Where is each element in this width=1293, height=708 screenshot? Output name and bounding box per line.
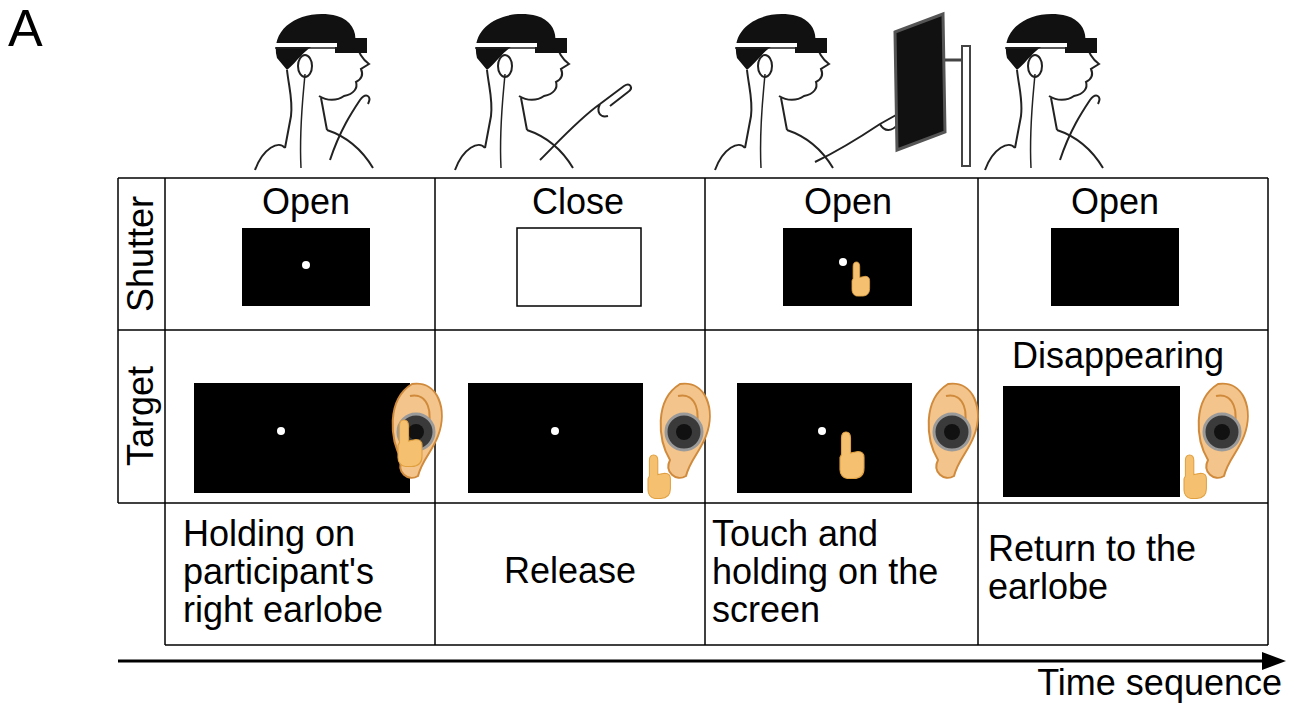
participant-figure — [715, 14, 833, 170]
grid-line — [164, 178, 166, 645]
participant-figure — [255, 14, 373, 170]
row-header: Shutter — [122, 196, 160, 312]
ear-icon — [929, 384, 978, 478]
target-screen — [194, 383, 410, 493]
shutter-open-view — [783, 228, 912, 306]
shutter-state: Open — [1071, 183, 1159, 221]
target-dot — [839, 258, 847, 266]
target-screen — [468, 383, 643, 493]
grid-line — [117, 178, 119, 503]
target-state: Disappearing — [1012, 337, 1224, 375]
target-screen — [737, 383, 912, 493]
shutter-state: Close — [532, 183, 624, 221]
shutter-closed-view — [517, 228, 641, 306]
hand-icon — [398, 420, 422, 467]
pointing-arm — [540, 85, 631, 160]
grid-line — [165, 644, 1268, 646]
hand-icon — [852, 262, 870, 296]
shutter-state: Open — [804, 183, 892, 221]
panel-letter: A — [8, 0, 43, 57]
hand-icon — [1184, 455, 1206, 498]
axis-label: Time sequence — [1037, 664, 1282, 702]
step-description: Return to the earlobe — [988, 530, 1228, 606]
touch-screen — [895, 14, 945, 150]
target-dot — [551, 427, 559, 435]
hand-icon — [648, 455, 670, 498]
table-grid — [118, 178, 1268, 645]
step-description: Holding on participant's right earlobe — [183, 515, 443, 629]
target-dot — [818, 427, 826, 435]
step-description: Touch and holding on the screen — [712, 515, 977, 629]
time-axis — [118, 660, 1270, 663]
ear-icon — [393, 384, 442, 478]
screen-stand — [962, 46, 970, 166]
step-description: Release — [504, 552, 636, 590]
row-header: Target — [122, 366, 160, 466]
ear-icon — [1199, 384, 1248, 478]
grid-line — [118, 329, 1268, 331]
participant-figure — [985, 14, 1103, 170]
shutter-open-view — [242, 228, 370, 306]
participant-figure — [455, 14, 573, 170]
target-screen — [1003, 386, 1180, 497]
grid-line — [118, 177, 1268, 179]
target-dot — [302, 261, 310, 269]
grid-line — [118, 502, 1268, 504]
shutter-state: Open — [262, 183, 350, 221]
shutter-open-view — [1051, 228, 1179, 306]
grid-line — [1267, 178, 1269, 645]
hand-at-ear — [1060, 96, 1099, 160]
hand-icon — [840, 432, 864, 479]
ear-icon — [661, 384, 710, 478]
hand-at-ear — [330, 96, 369, 160]
target-dot — [277, 427, 285, 435]
reaching-arm — [815, 110, 905, 162]
